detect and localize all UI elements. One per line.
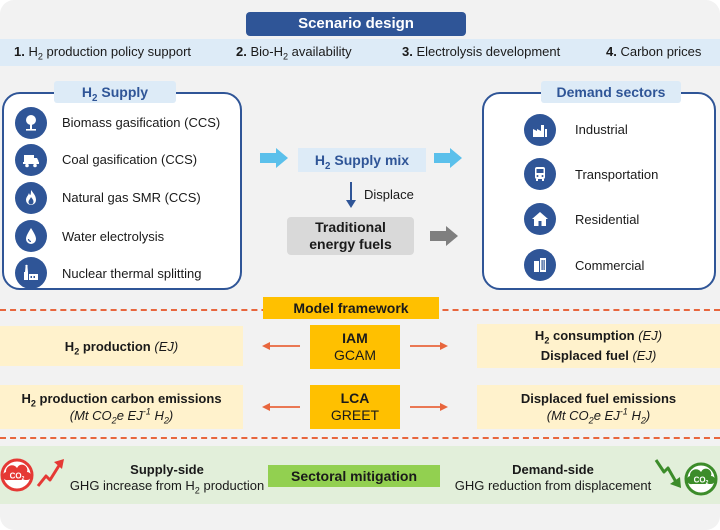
co2-right-label: CO2 [694, 476, 709, 487]
nuclear-plant-icon [15, 257, 47, 289]
scenario-policy-bar: 1. H2 production policy support 2. Bio-H… [0, 39, 720, 66]
lca-to-emissions-arrow [262, 403, 300, 411]
traditional-to-demand-arrow [430, 226, 458, 246]
displace-label: Displace [364, 187, 414, 202]
h2-production-box: H2 production (EJ) [0, 326, 243, 366]
co2-decrease-icon: CO2 [684, 462, 718, 496]
supply-side-text: Supply-side GHG increase from H2 product… [69, 462, 265, 496]
displaced-emissions-box: Displaced fuel emissions (Mt CO2e EJ-1 H… [477, 385, 720, 429]
mix-to-demand-arrow [434, 148, 462, 168]
demand-item-commercial: Commercial [575, 258, 645, 273]
supply-item-coal: Coal gasification (CCS) [62, 152, 198, 167]
co2-left-label: CO2 [10, 472, 25, 483]
demand-sectors-title: Demand sectors [541, 81, 681, 103]
demand-item-industrial: Industrial [575, 122, 628, 137]
policy-item-3: 3. Electrolysis development [402, 44, 561, 59]
lca-greet-box: LCA GREET [310, 385, 400, 429]
demand-item-residential: Residential [575, 212, 640, 227]
iam-to-production-arrow [262, 342, 300, 350]
supply-item-electrolysis: Water electrolysis [62, 229, 165, 244]
displace-arrow [346, 182, 356, 208]
framework-divider-bottom [0, 437, 720, 439]
sectoral-mitigation-title: Sectoral mitigation [268, 465, 440, 487]
policy-item-2: 2. Bio-H2 availability [236, 44, 352, 62]
policy-item-1: 1. H2 production policy support [14, 44, 192, 62]
decrease-arrow-icon [654, 459, 681, 488]
demand-sectors-panel [482, 92, 716, 290]
flame-icon [15, 182, 47, 214]
iam-to-consumption-arrow [410, 342, 448, 350]
iam-gcam-box: IAM GCAM [310, 325, 400, 369]
co2-increase-icon: CO2 [0, 458, 34, 492]
house-icon [524, 203, 556, 235]
h2-supply-mix-box: H2 Supply mix [298, 148, 426, 172]
policy-item-4: 4. Carbon prices [606, 44, 702, 59]
traditional-fuels-box: Traditional energy fuels [287, 217, 414, 255]
coal-truck-icon [15, 144, 47, 176]
supply-to-mix-arrow [260, 148, 288, 168]
model-framework-title: Model framework [263, 297, 439, 319]
factory-icon [524, 114, 556, 146]
h2-supply-title: H2 Supply [54, 81, 176, 103]
production-emissions-box: H2 production carbon emissions (Mt CO2e … [0, 385, 243, 429]
supply-item-nuclear: Nuclear thermal splitting [62, 266, 202, 281]
building-icon [524, 249, 556, 281]
tree-icon [15, 107, 47, 139]
demand-side-text: Demand-side GHG reduction from displacem… [454, 462, 652, 493]
lca-to-displaced-arrow [410, 403, 448, 411]
supply-item-biomass: Biomass gasification (CCS) [62, 115, 221, 130]
increase-arrow-icon [36, 459, 64, 487]
water-drop-icon [15, 220, 47, 252]
demand-item-transportation: Transportation [575, 167, 659, 182]
supply-item-natural-gas: Natural gas SMR (CCS) [62, 190, 201, 205]
scenario-design-title: Scenario design [246, 12, 466, 36]
bus-icon [524, 158, 556, 190]
consumption-box: H2 consumption (EJ) Displaced fuel (EJ) [477, 324, 720, 368]
